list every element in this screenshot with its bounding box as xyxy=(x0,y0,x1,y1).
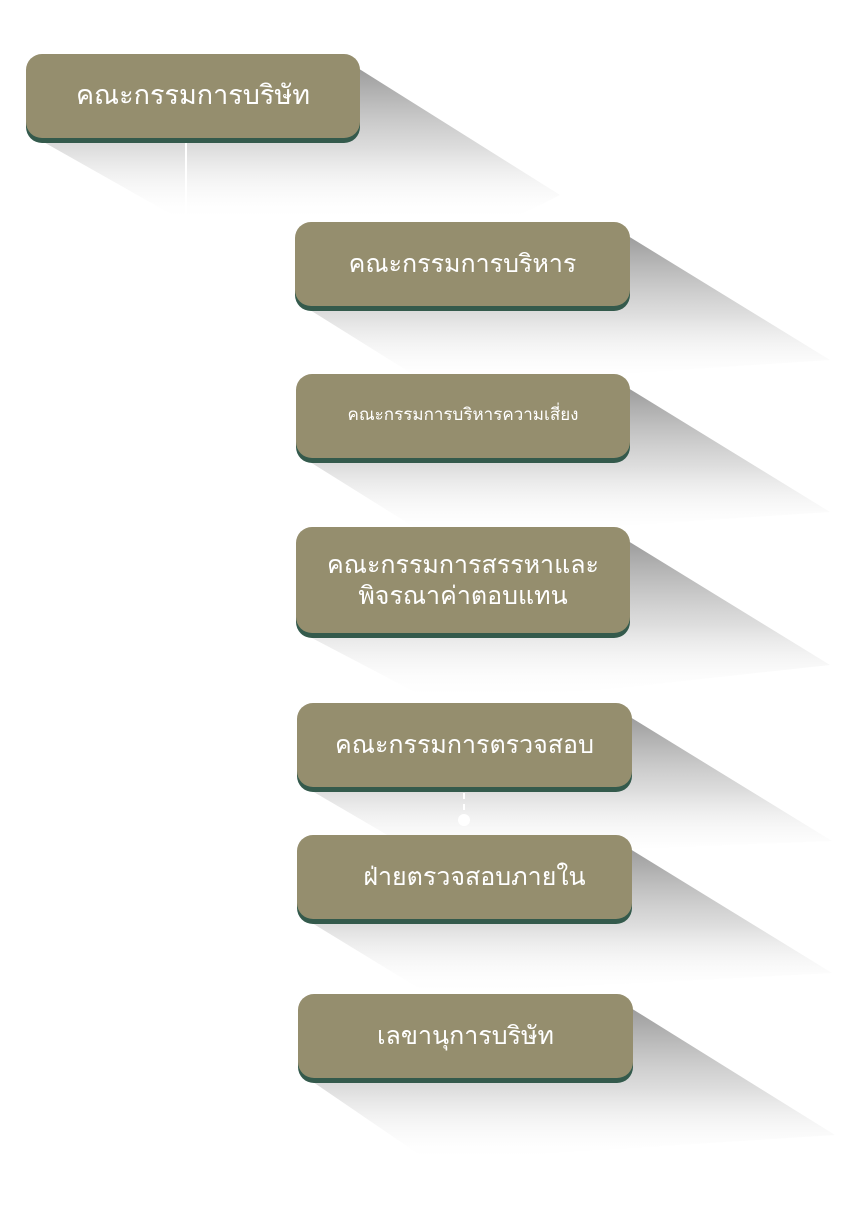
shadow-child-5 xyxy=(312,841,832,995)
node-label: เลขานุการบริษัท xyxy=(377,1021,554,1051)
shadow-child-2 xyxy=(310,380,830,537)
shadow-child-4 xyxy=(312,709,832,860)
shadow-child-3 xyxy=(310,533,830,700)
node-nomination-remuneration-committee: คณะกรรมการสรรหาและ พิจรณาค่าตอบแทน xyxy=(296,527,630,633)
node-label: คณะกรรมการบริหาร xyxy=(348,249,577,279)
root-connector-line xyxy=(185,142,187,220)
node-label-line1: คณะกรรมการสรรหาและ xyxy=(327,549,599,579)
node-label: ฝ่ายตรวจสอบภายใน xyxy=(363,862,586,892)
node-board-of-directors: คณะกรรมการบริษัท xyxy=(26,54,360,138)
node-audit-committee: คณะกรรมการตรวจสอบ xyxy=(297,703,632,787)
node-company-secretary: เลขานุการบริษัท xyxy=(298,994,633,1078)
node-label: คณะกรรมการตรวจสอบ xyxy=(335,730,594,760)
shadow-child-6 xyxy=(313,1000,835,1162)
dashed-connector-segment xyxy=(463,804,465,810)
node-risk-management-committee: คณะกรรมการบริหารความเสี่ยง xyxy=(296,374,630,458)
node-internal-audit-department: ฝ่ายตรวจสอบภายใน xyxy=(297,835,632,919)
shadow-child-1 xyxy=(310,228,830,385)
shadow-root xyxy=(40,60,560,222)
node-executive-committee: คณะกรรมการบริหาร xyxy=(295,222,630,306)
node-label: คณะกรรมการบริหารความเสี่ยง xyxy=(347,405,579,426)
node-label-line2: พิจรณาค่าตอบแทน xyxy=(358,581,568,610)
dashed-connector-segment xyxy=(463,793,465,799)
connector-dot xyxy=(458,814,470,826)
node-label: คณะกรรมการบริษัท xyxy=(75,80,310,112)
